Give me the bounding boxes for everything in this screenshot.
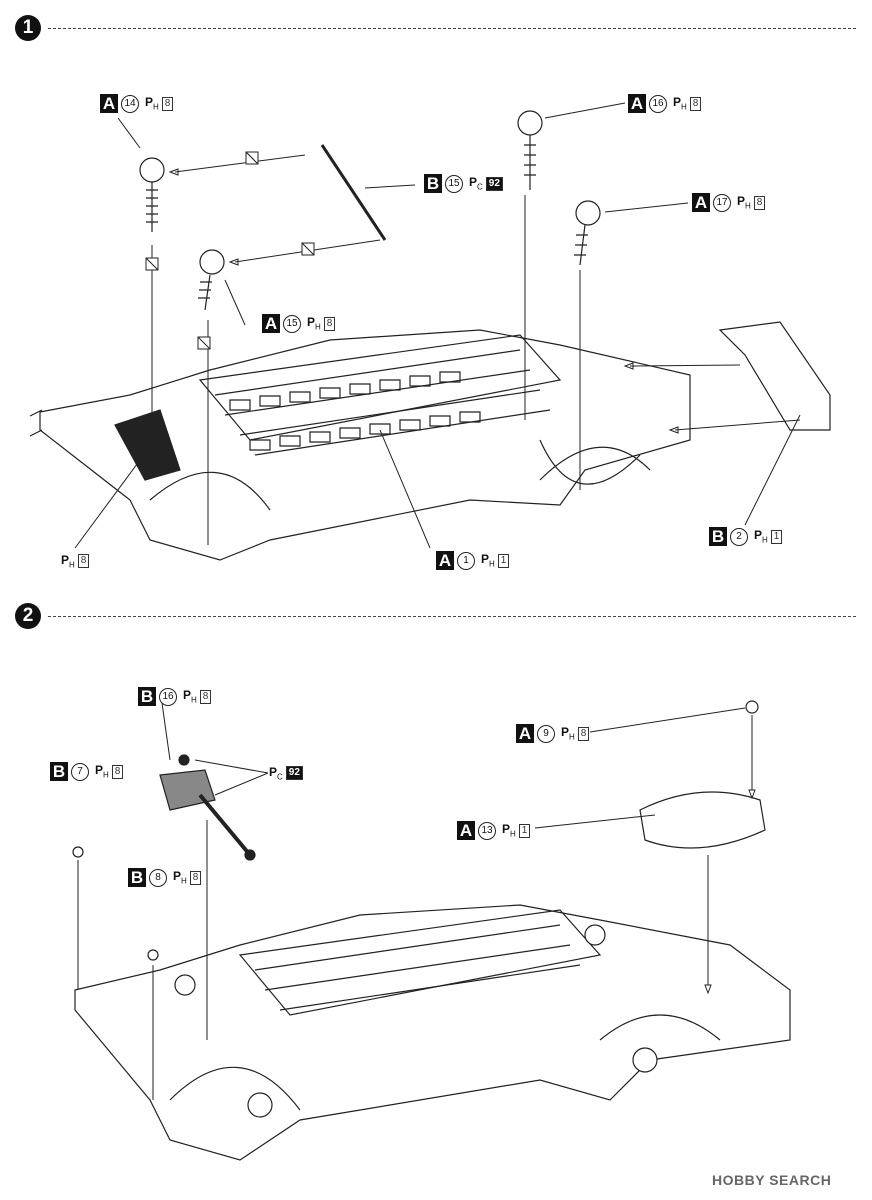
paint-prefix: PH [173,869,187,886]
step-2-marker: 2 [15,603,41,629]
paint-code: 8 [323,316,336,331]
step-2-divider [48,616,856,617]
watermark: HOBBY SEARCH [712,1172,832,1188]
sprue-letter: B [424,174,442,193]
chassis-step-2 [72,700,791,1161]
part-number: 15 [445,174,463,193]
sprue-letter: A [628,94,646,113]
paint-code: 8 [577,726,590,741]
leader-lines-step-1 [74,102,801,549]
part-number: 1 [457,551,475,570]
paint-prefix: PH [754,528,768,545]
paint-prefix: PH [183,688,197,705]
paint-code: 1 [497,553,510,568]
paint-prefix: PH [502,822,516,839]
paint-prefix: PH [61,553,75,570]
sprue-letter: A [436,551,454,570]
leader-lines-step-2 [77,702,756,1100]
part-number: 2 [730,527,748,546]
step-1-marker: 1 [15,15,41,41]
paint-prefix: PH [737,194,751,211]
paint-code: 92 [485,176,503,191]
shock-parts-step-1 [139,110,831,431]
sprue-letter: B [138,687,156,706]
paint-code: 8 [77,554,90,569]
sprue-letter: A [100,94,118,113]
part-number: 8 [149,868,167,887]
part-number: 14 [121,94,139,113]
paint-code: 8 [161,96,174,111]
paint-prefix: PH [481,552,495,569]
chassis-step-1 [29,329,691,561]
paint-code: 92 [285,766,303,781]
paint-prefix: PH [145,95,159,112]
part-number: 15 [283,314,301,333]
part-number: 17 [713,193,731,212]
paint-prefix: PH [673,95,687,112]
paint-code: 8 [189,870,202,885]
paint-prefix: PC [269,765,283,782]
part-number: 13 [478,821,496,840]
sprue-letter: A [692,193,710,212]
paint-code: 8 [689,96,702,111]
paint-code: 8 [111,764,124,779]
sprue-letter: B [128,868,146,887]
part-number: 9 [537,724,555,743]
sprue-letter: A [457,821,475,840]
sprue-letter: A [262,314,280,333]
paint-prefix: PC [469,175,483,192]
paint-code: 1 [518,823,531,838]
sprue-letter: B [50,762,68,781]
step-1-divider [48,28,856,29]
paint-code: 8 [199,689,212,704]
paint-code: 1 [770,529,783,544]
paint-prefix: PH [95,763,109,780]
part-number: 16 [159,687,177,706]
part-number: 7 [71,762,89,781]
paint-prefix: PH [307,315,321,332]
paint-code: 8 [753,195,766,210]
sprue-letter: B [709,527,727,546]
sprue-letter: A [516,724,534,743]
part-number: 16 [649,94,667,113]
paint-prefix: PH [561,725,575,742]
